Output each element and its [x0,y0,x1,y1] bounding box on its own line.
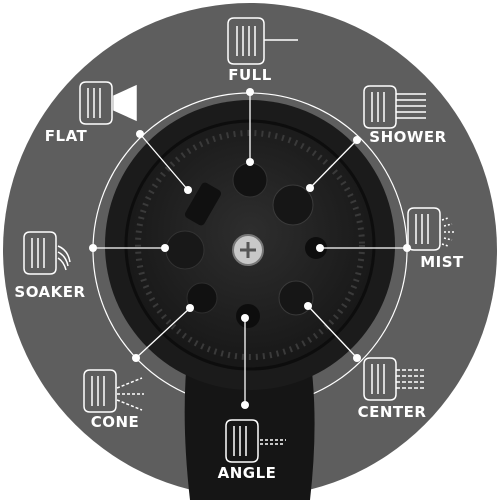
perforation-ring [135,130,365,360]
label-mist: MIST [420,253,464,271]
label-angle: ANGLE [217,464,277,482]
nozzle-soaker-icon [23,231,71,275]
full-nozzle [232,162,268,198]
label-center: CENTER [357,403,427,421]
nozzle-center-icon [363,357,426,401]
leader-lines [93,92,407,405]
flat-nozzle [184,182,222,226]
nozzle-handle [184,372,315,500]
label-shower: SHOWER [369,128,447,146]
label-full: FULL [228,66,272,84]
leader-dots [89,88,411,409]
nozzle-angle-icon [225,419,286,463]
nozzle-mist-icon [407,207,454,251]
label-cone: CONE [90,413,140,431]
screw-slot [240,242,256,258]
shower-nozzle [272,184,314,226]
soaker-nozzle [165,230,205,270]
nozzle-cone-icon [83,369,144,413]
nozzle-full-stream-icon [227,17,298,65]
label-flat: FLAT [44,127,88,145]
nozzle-shower-icon [363,85,426,129]
nozzle-flat-icon [79,81,137,125]
label-soaker: SOAKER [14,283,86,301]
cone-nozzle [186,282,218,314]
